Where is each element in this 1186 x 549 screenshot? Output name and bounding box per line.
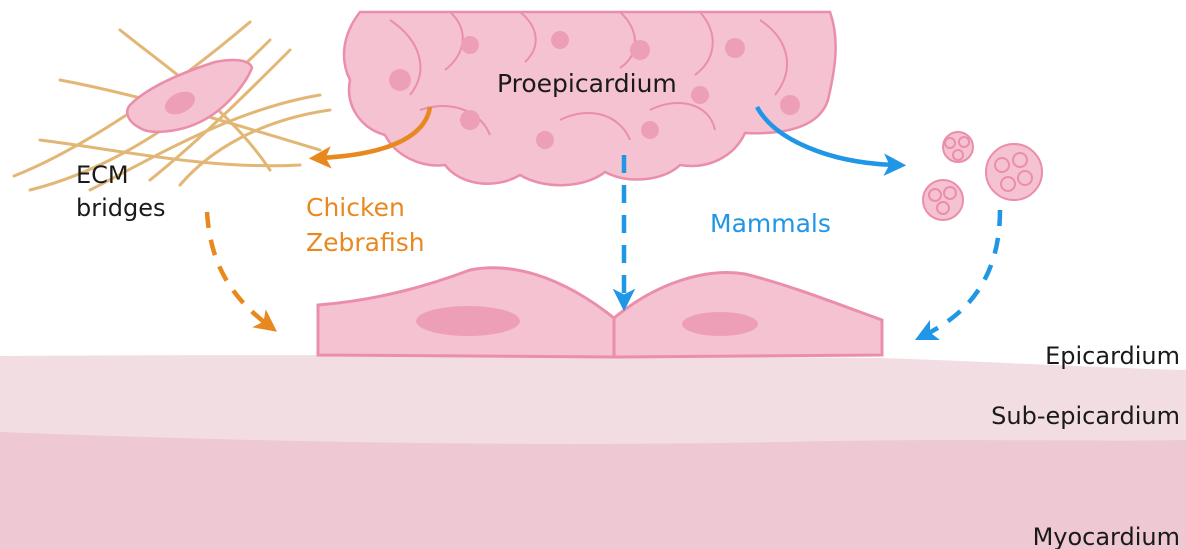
label-bridges: bridges — [76, 194, 166, 222]
label-chicken: Chicken — [306, 193, 405, 222]
proepicardial-vesicles — [923, 132, 1042, 220]
proepicardium-outline — [344, 12, 836, 185]
label-zebrafish: Zebrafish — [306, 228, 425, 257]
proepicardium-cluster — [344, 12, 836, 185]
nucleus-left — [416, 306, 520, 336]
epicardial-cell-right — [614, 273, 882, 357]
label-mammals: Mammals — [710, 209, 831, 238]
nucleus-right — [682, 312, 758, 336]
sub-epicardium-layer — [0, 355, 1186, 444]
label-proepicardium: Proepicardium — [497, 69, 677, 98]
blue-arrow-dashed-curve — [925, 210, 1000, 335]
label-myocardium: Myocardium — [1033, 523, 1180, 549]
label-sub-epicardium: Sub-epicardium — [991, 402, 1180, 430]
orange-arrow-dashed — [207, 212, 268, 325]
label-ecm: ECM — [76, 161, 129, 189]
label-epicardium: Epicardium — [1045, 342, 1180, 370]
myocardium-layer — [0, 430, 1186, 549]
epicardial-cells — [318, 268, 882, 357]
